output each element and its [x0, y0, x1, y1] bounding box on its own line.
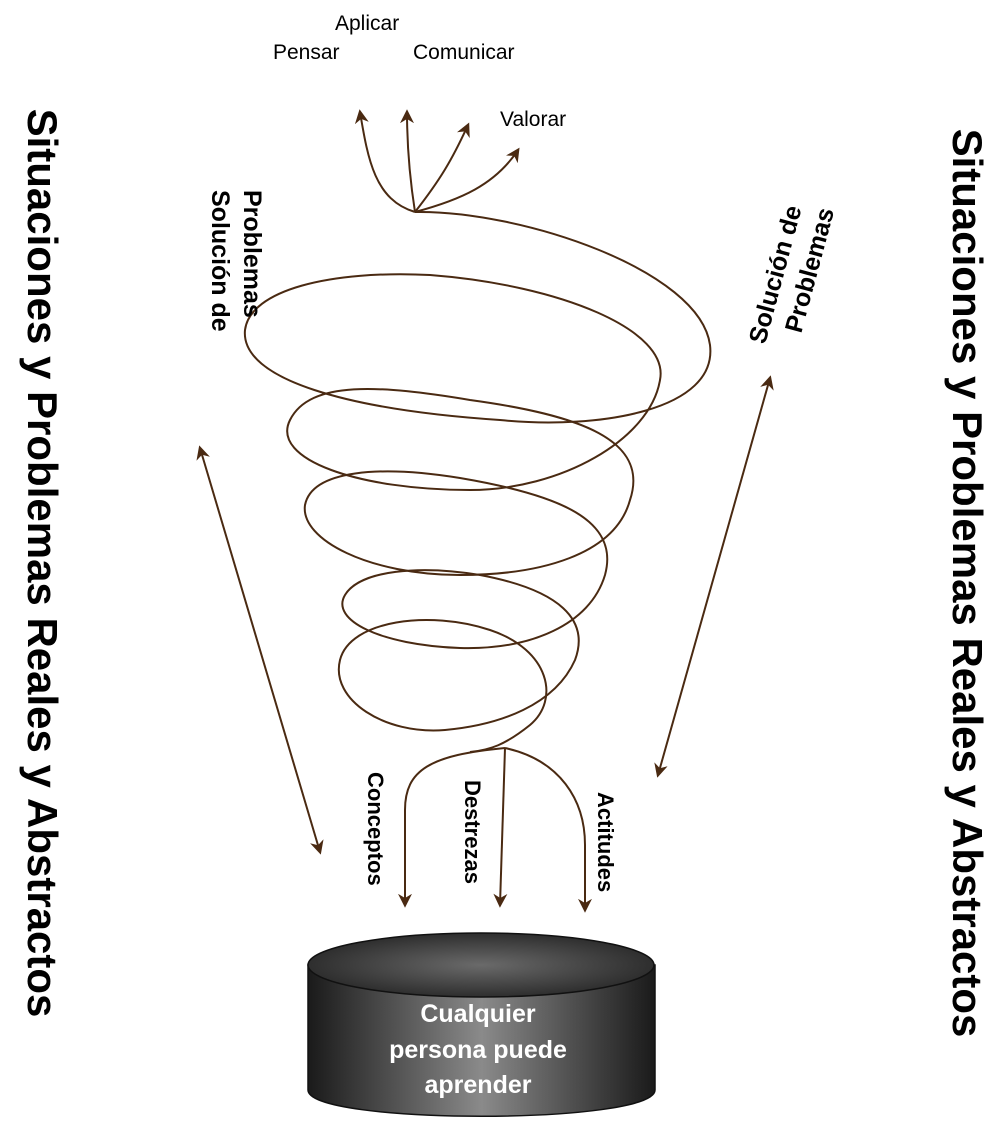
label-pensar: Pensar — [273, 41, 340, 64]
label-aplicar: Aplicar — [335, 12, 399, 35]
left-solution-label: Solución de Problemas — [206, 190, 266, 332]
arrow-conceptos — [398, 747, 506, 908]
output-arrows — [354, 109, 520, 213]
arrow-pensar — [354, 109, 416, 213]
arrow-destrezas — [493, 747, 508, 908]
label-destrezas: Destrezas — [460, 780, 485, 884]
cylinder-body — [307, 964, 656, 1117]
cylinder-line3: aprender — [425, 1071, 532, 1099]
arrow-aplicar — [400, 109, 416, 213]
right-solution-label: Solución de Problemas — [744, 202, 840, 346]
left-solution-line1: Solución de — [206, 190, 234, 332]
label-conceptos: Conceptos — [363, 772, 388, 886]
right-double-arrow — [654, 375, 774, 778]
cylinder-line2: persona puede — [389, 1036, 567, 1064]
arrow-actitudes — [504, 747, 592, 913]
left-side-title: Situaciones y Problemas Reales y Abstrac… — [19, 109, 66, 1018]
arrow-comunicar — [414, 122, 470, 213]
right-side-title: Situaciones y Problemas Reales y Abstrac… — [944, 129, 991, 1038]
learning-spiral — [243, 210, 712, 753]
cylinder-line1: Cualquier — [420, 1000, 536, 1028]
cylinder-top — [307, 932, 655, 998]
arrow-valorar — [414, 147, 520, 213]
label-valorar: Valorar — [500, 108, 566, 131]
label-comunicar: Comunicar — [413, 41, 515, 64]
input-arrows — [398, 747, 592, 913]
label-actitudes: Actitudes — [593, 792, 618, 892]
left-double-arrow — [196, 445, 324, 855]
left-solution-line2: Problemas — [238, 190, 266, 318]
learner-cylinder: Cualquier persona puede aprender — [307, 932, 656, 1117]
